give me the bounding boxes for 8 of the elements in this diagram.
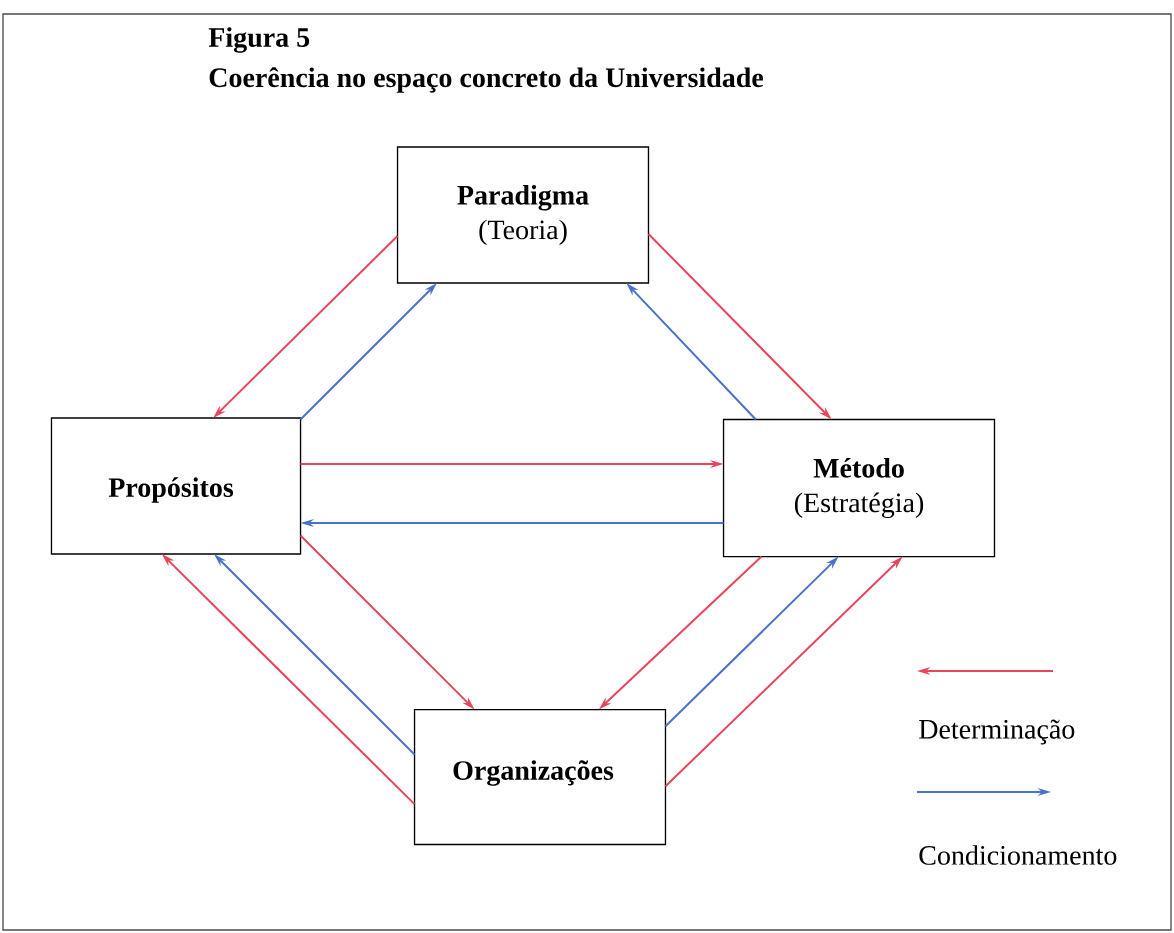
- legend-label: Condicionamento: [919, 845, 1117, 865]
- legend-label: Determinação: [919, 719, 1075, 745]
- concept-box: Método (Estratégia): [722, 418, 996, 558]
- concept-box: Paradigma (Teoria): [396, 146, 650, 284]
- concept-box: Organizações: [413, 708, 667, 846]
- concept-box: Propósitos: [50, 417, 302, 555]
- caption: Coerência no espaço concreto da Universidade: [209, 67, 764, 93]
- figure-title: Figura 5: [208, 27, 310, 53]
